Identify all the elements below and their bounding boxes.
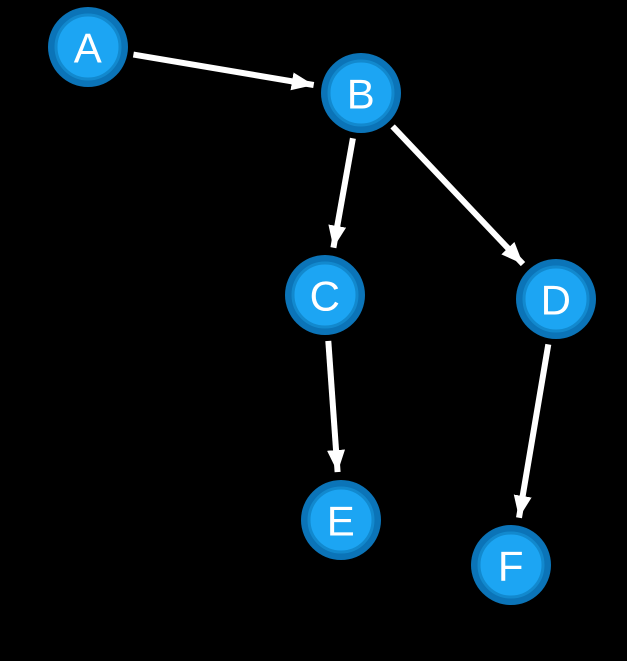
node-D[interactable]: D: [516, 259, 596, 339]
node-body: [522, 265, 590, 333]
edges-layer: [132, 51, 552, 519]
node-F[interactable]: F: [471, 525, 551, 605]
node-body: [291, 261, 359, 329]
node-B[interactable]: B: [321, 53, 401, 133]
node-body: [307, 486, 375, 554]
node-A[interactable]: A: [48, 7, 128, 87]
node-C[interactable]: C: [285, 255, 365, 335]
node-body: [477, 531, 545, 599]
edge-C-E: [325, 340, 346, 473]
node-E[interactable]: E: [301, 480, 381, 560]
node-body: [54, 13, 122, 81]
edge-D-F: [513, 343, 552, 519]
edge-B-D: [390, 124, 526, 267]
nodes-layer: A B C D E F: [48, 7, 596, 605]
node-label: D: [541, 277, 572, 324]
edge-B-C: [328, 137, 356, 249]
node-body: [327, 59, 395, 127]
node-label: A: [74, 25, 103, 72]
node-label: C: [310, 273, 341, 320]
node-label: F: [498, 543, 524, 590]
edge-A-B: [132, 51, 315, 91]
node-label: B: [347, 71, 376, 118]
node-label: E: [327, 498, 356, 545]
